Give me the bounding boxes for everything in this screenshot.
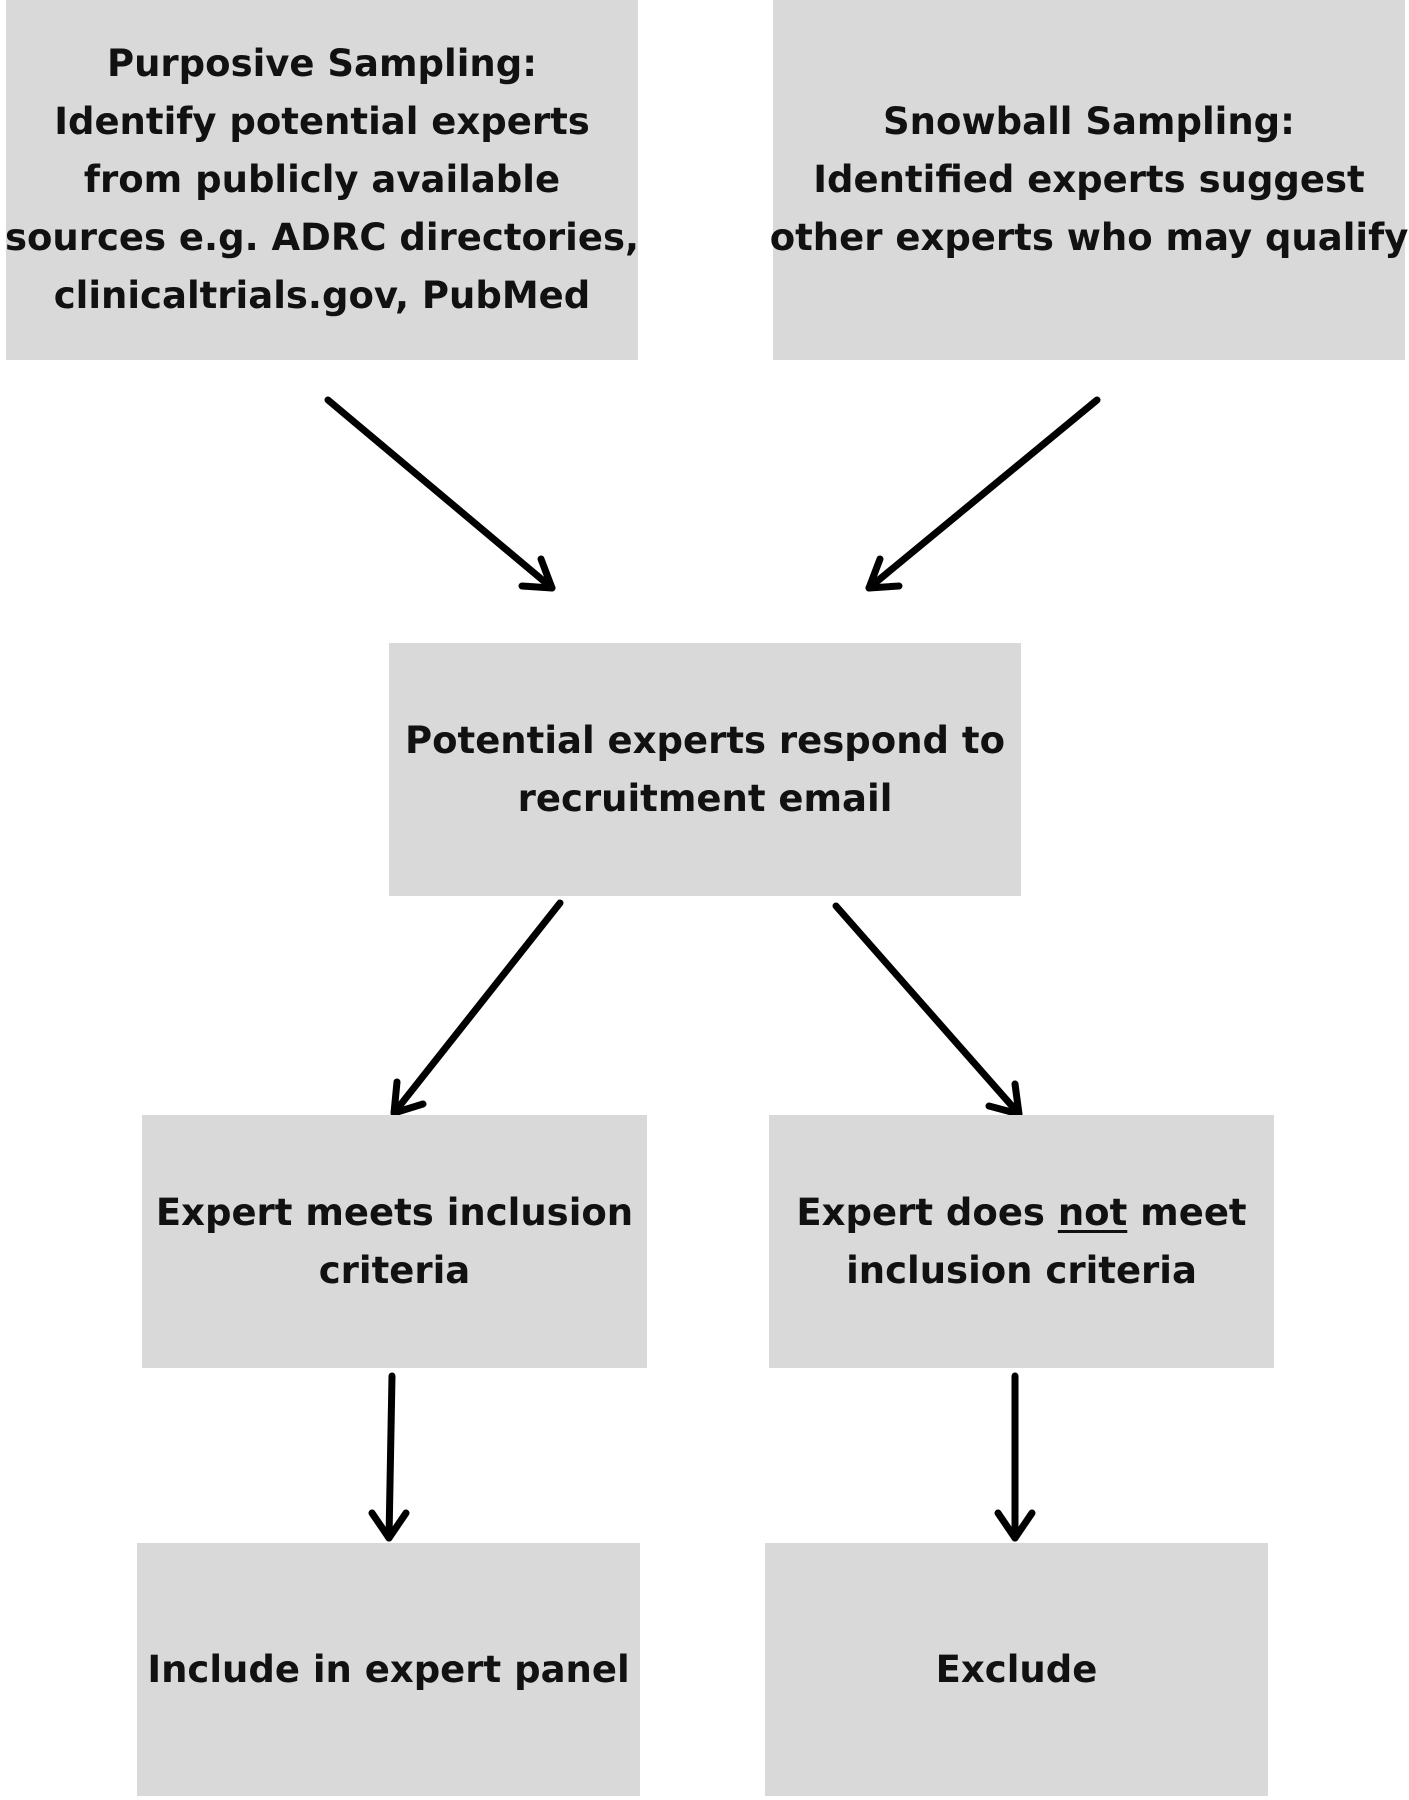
snowball-line-2: Identified experts suggest <box>813 158 1365 201</box>
snowball-line-1: Snowball Sampling: <box>883 100 1295 143</box>
respond-line-1: Potential experts respond to <box>404 718 1006 762</box>
arrow-snowball-to-respond <box>865 396 1101 592</box>
not-emphasis: not <box>1057 1190 1128 1234</box>
not-meet-line-2: inclusion criteria <box>846 1248 1197 1292</box>
arrow-meets-to-include <box>368 1372 410 1542</box>
not-meet-criteria-text: Expert does not meet inclusion criteria <box>796 1184 1246 1300</box>
purposive-line-3: from publicly available <box>83 158 561 201</box>
not-meet-line-1-before: Expert does <box>796 1190 1058 1234</box>
arrow-respond-to-meets <box>390 899 564 1117</box>
snowball-line-3: other experts who may qualify <box>769 216 1409 259</box>
arrow-purposive-to-respond <box>324 396 556 592</box>
meets-line-2: criteria <box>318 1248 471 1292</box>
exclude-box: Exclude <box>765 1543 1268 1796</box>
purposive-sampling-text: Purposive Sampling: Identify potential e… <box>5 35 639 325</box>
purposive-line-2: Identify potential experts <box>54 100 590 143</box>
snowball-sampling-box: Snowball Sampling: Identified experts su… <box>770 0 1408 360</box>
meets-criteria-box: Expert meets inclusion criteria <box>142 1115 647 1368</box>
purposive-line-4: sources e.g. ADRC directories, <box>4 216 640 259</box>
include-panel-box: Include in expert panel <box>137 1543 640 1796</box>
arrow-not-meet-to-exclude <box>994 1372 1036 1542</box>
arrow-respond-to-not-meet <box>832 902 1023 1118</box>
purposive-line-5: clinicaltrials.gov, PubMed <box>53 274 591 317</box>
exclude-line-1: Exclude <box>935 1647 1098 1691</box>
meets-criteria-text: Expert meets inclusion criteria <box>156 1184 633 1300</box>
experts-respond-text: Potential experts respond to recruitment… <box>405 712 1005 828</box>
exclude-text: Exclude <box>936 1641 1098 1699</box>
meets-line-1: Expert meets inclusion <box>155 1190 634 1234</box>
not-meet-line-1: Expert does not meet <box>796 1184 1246 1242</box>
purposive-line-1: Purposive Sampling: <box>106 42 538 85</box>
not-meet-criteria-box: Expert does not meet inclusion criteria <box>769 1115 1274 1368</box>
not-meet-line-1-after: meet <box>1127 1190 1247 1234</box>
snowball-sampling-text: Snowball Sampling: Identified experts su… <box>770 93 1409 267</box>
include-panel-text: Include in expert panel <box>147 1641 629 1699</box>
include-line-1: Include in expert panel <box>147 1647 630 1691</box>
experts-respond-box: Potential experts respond to recruitment… <box>389 643 1021 896</box>
purposive-sampling-box: Purposive Sampling: Identify potential e… <box>5 0 639 360</box>
respond-line-2: recruitment email <box>517 776 893 820</box>
